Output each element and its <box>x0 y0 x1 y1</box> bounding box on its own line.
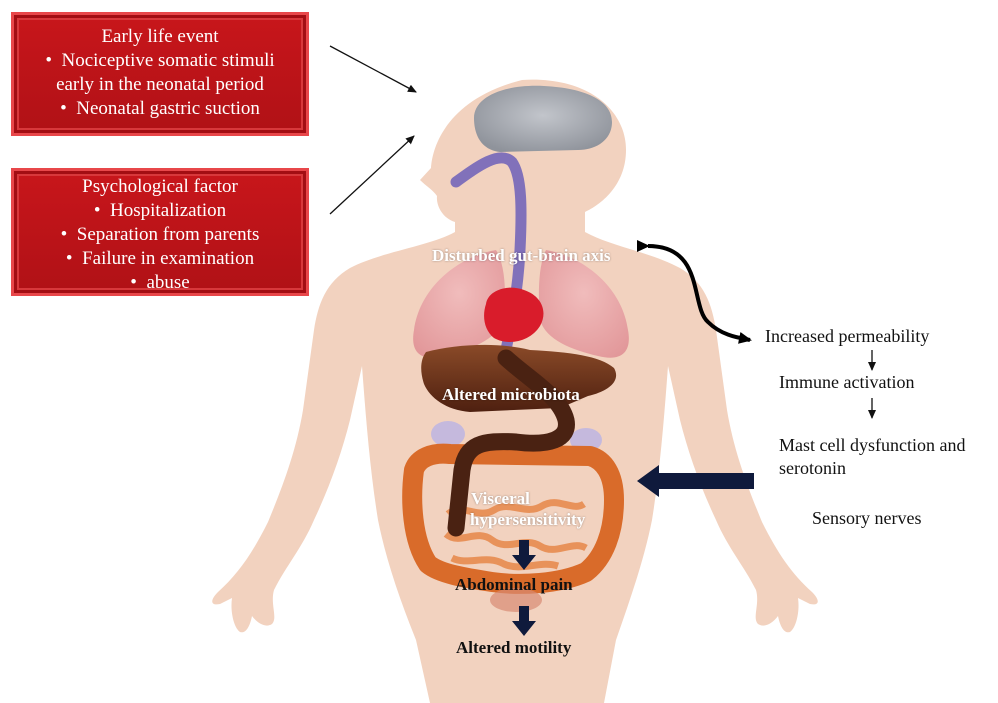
early-life-bullet-continued: early in the neonatal period <box>14 73 306 97</box>
early-life-event-box: Early life event Nociceptive somatic sti… <box>11 12 309 136</box>
label-gut-brain-axis: Disturbed gut-brain axis <box>432 246 611 266</box>
label-immune-activation: Immune activation <box>779 372 914 393</box>
label-mast-cell: Mast cell dysfunction and <box>779 435 965 456</box>
arrow-early-life-to-head <box>330 46 416 92</box>
label-hypersensitivity: hypersensitivity <box>470 510 585 530</box>
psych-bullet: Separation from parents <box>14 223 306 247</box>
label-abdominal-pain: Abdominal pain <box>455 575 573 595</box>
label-serotonin: serotonin <box>779 458 846 479</box>
psych-bullet: Failure in examination <box>14 247 306 271</box>
early-life-title: Early life event <box>14 25 306 49</box>
label-altered-microbiota: Altered microbiota <box>442 385 580 405</box>
arrow-psych-to-head <box>330 136 414 214</box>
psychological-factor-box: Psychological factor Hospitalization Sep… <box>11 168 309 296</box>
early-life-bullet: Neonatal gastric suction <box>14 97 306 121</box>
psych-bullet: Hospitalization <box>14 199 306 223</box>
label-visceral: Visceral <box>471 489 530 509</box>
left-kidney <box>431 421 465 447</box>
psych-bullet: abuse <box>14 271 306 295</box>
label-increased-permeability: Increased permeability <box>765 326 929 347</box>
early-life-bullet: Nociceptive somatic stimuli <box>14 49 306 73</box>
psych-title: Psychological factor <box>14 175 306 199</box>
brain <box>474 86 612 152</box>
label-altered-motility: Altered motility <box>456 638 571 658</box>
label-sensory-nerves: Sensory nerves <box>812 508 921 529</box>
